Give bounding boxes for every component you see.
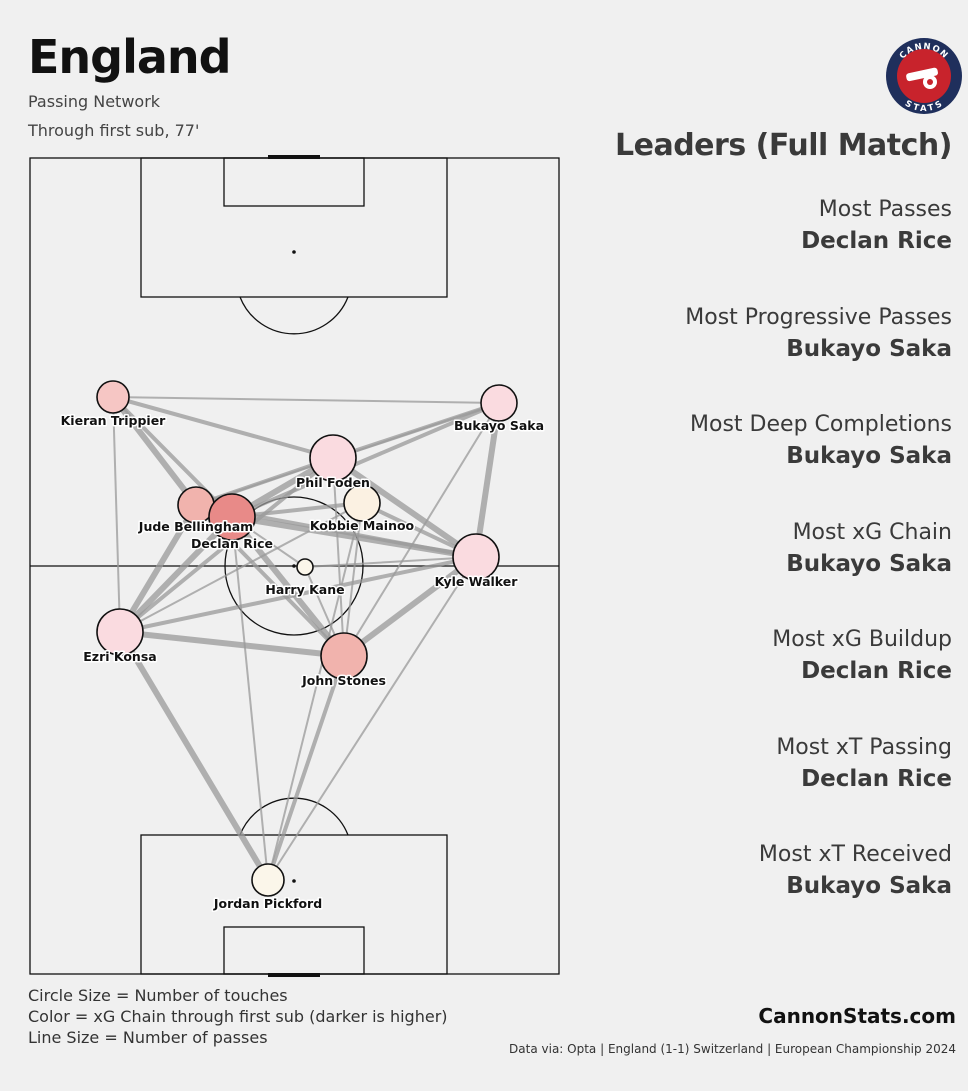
bottom-six-yard-box — [223, 926, 365, 975]
player-label-harry-kane: Harry Kane — [265, 582, 344, 597]
page-title: England — [28, 30, 232, 84]
top-six-yard-box — [223, 157, 365, 207]
player-label-declan-rice: Declan Rice — [191, 536, 273, 551]
leader-stat-label: Most xG Chain — [792, 519, 952, 545]
player-node-kyle-walker — [452, 533, 500, 581]
leader-stat-label: Most Progressive Passes — [685, 304, 952, 330]
pass-line-declan-rice-to-ezri-konsa — [117, 514, 235, 635]
player-label-bukayo-saka: Bukayo Saka — [454, 418, 544, 433]
player-label-kobbie-mainoo: Kobbie Mainoo — [310, 518, 415, 533]
pass-line-ezri-konsa-to-jordan-pickford — [117, 629, 271, 883]
player-node-phil-foden — [309, 434, 357, 482]
pass-line-declan-rice-to-jordan-pickford — [231, 516, 269, 881]
pass-line-phil-foden-to-jude-bellingham — [194, 456, 335, 507]
player-label-kieran-trippier: Kieran Trippier — [61, 413, 167, 428]
pass-line-jordan-pickford-to-kobbie-mainoo — [267, 502, 363, 881]
player-node-jordan-pickford — [251, 863, 285, 897]
bottom-penalty-spot — [292, 879, 296, 883]
player-node-declan-rice — [208, 493, 256, 541]
top-penalty-arc — [239, 296, 349, 335]
player-nodes — [96, 380, 518, 897]
chart-subtitle: Passing Network — [28, 92, 161, 111]
period-note: Through first sub, 77' — [28, 121, 200, 140]
cannon-icon — [906, 67, 938, 89]
leader-stat-player: Declan Rice — [801, 228, 952, 254]
pass-line-kobbie-mainoo-to-ezri-konsa — [119, 502, 363, 633]
centre-circle — [224, 496, 364, 636]
site-credit: CannonStats.com — [758, 1004, 956, 1028]
pass-line-phil-foden-to-ezri-konsa — [118, 456, 335, 634]
leader-stat-label: Most xG Buildup — [772, 627, 952, 652]
pass-lines — [110, 394, 502, 883]
pass-line-kieran-trippier-to-ezri-konsa — [112, 396, 121, 633]
bottom-goal — [268, 973, 320, 977]
player-node-john-stones — [320, 632, 368, 680]
pass-line-kieran-trippier-to-jude-bellingham — [110, 394, 199, 508]
player-node-kieran-trippier — [96, 380, 130, 414]
leader-stat-player: Declan Rice — [801, 765, 952, 792]
leader-stat-player: Bukayo Saka — [786, 335, 952, 362]
pass-line-declan-rice-to-john-stones — [229, 514, 347, 659]
pass-line-kobbie-mainoo-to-john-stones — [343, 502, 363, 657]
leader-stat-label: Most Deep Completions — [690, 412, 952, 437]
leader-stat-label: Most xT Passing — [776, 734, 952, 760]
leader-stat-label: Most Passes — [818, 197, 952, 222]
leader-stat-player: Bukayo Saka — [786, 443, 952, 469]
leader-stat-player: Declan Rice — [801, 658, 952, 684]
legend-circle-size: Circle Size = Number of touches — [28, 986, 288, 1005]
pass-line-phil-foden-to-kyle-walker — [330, 455, 479, 560]
pass-line-kyle-walker-to-john-stones — [341, 554, 479, 659]
leader-stat-player: Bukayo Saka — [786, 873, 952, 899]
top-goal — [268, 155, 320, 159]
player-label-jordan-pickford: Jordan Pickford — [213, 896, 322, 911]
pass-line-kyle-walker-to-jordan-pickford — [267, 556, 477, 881]
leader-stat-label: Most xT Received — [758, 842, 952, 867]
logo-bottom-text: STATS — [903, 98, 943, 113]
player-label-kyle-walker: Kyle Walker — [435, 574, 519, 589]
pass-line-harry-kane-to-kyle-walker — [304, 556, 477, 568]
legend-line-size: Line Size = Number of passes — [28, 1028, 268, 1047]
pass-line-jude-bellingham-to-ezri-konsa — [117, 502, 199, 635]
cannonstats-logo: CANNON STATS — [886, 38, 962, 114]
leader-stat-player: Bukayo Saka — [786, 550, 952, 577]
pass-line-kieran-trippier-to-bukayo-saka — [112, 396, 500, 404]
pass-line-ezri-konsa-to-john-stones — [117, 629, 347, 659]
player-label-ezri-konsa: Ezri Konsa — [83, 649, 156, 664]
pass-line-phil-foden-to-john-stones — [332, 457, 345, 657]
top-penalty-spot — [292, 250, 296, 254]
pass-line-kyle-walker-to-ezri-konsa — [118, 555, 478, 634]
pass-line-john-stones-to-jordan-pickford — [266, 654, 346, 882]
pass-line-bukayo-saka-to-declan-rice — [230, 401, 501, 519]
leaders-heading: Leaders (Full Match) — [615, 128, 953, 163]
legend-color: Color = xG Chain through first sub (dark… — [28, 1007, 448, 1026]
player-node-bukayo-saka — [480, 384, 518, 422]
player-node-kobbie-mainoo — [343, 484, 381, 522]
pass-line-kieran-trippier-to-phil-foden — [111, 395, 335, 460]
player-label-jude-bellingham: Jude Bellingham — [138, 519, 253, 534]
top-penalty-box — [140, 157, 448, 298]
player-node-harry-kane — [296, 558, 314, 576]
player-node-ezri-konsa — [96, 608, 144, 656]
data-source: Data via: Opta | England (1-1) Switzerla… — [509, 1042, 956, 1056]
player-label-john-stones: John Stones — [301, 673, 386, 688]
legend: Circle Size = Number of touches Color = … — [28, 985, 448, 1048]
svg-text:STATS: STATS — [903, 98, 945, 113]
centre-spot — [292, 564, 296, 568]
player-label-phil-foden: Phil Foden — [296, 475, 370, 490]
pass-line-bukayo-saka-to-kyle-walker — [473, 400, 502, 560]
